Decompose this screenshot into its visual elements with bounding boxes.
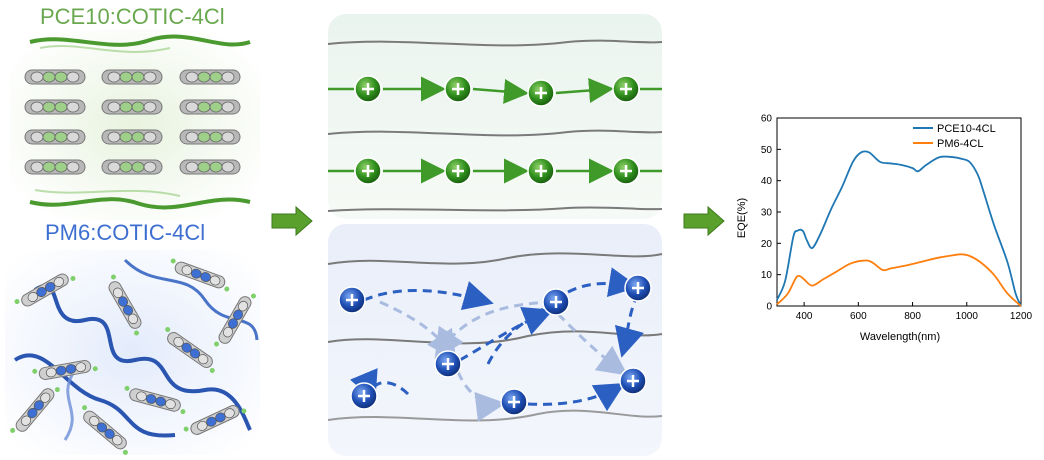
polymer-chain — [34, 189, 181, 197]
transport-arrow — [555, 78, 614, 103]
disordered-molecule — [32, 360, 98, 380]
legend: PCE10-4CL PM6-4CL — [913, 123, 996, 150]
x-tick-label: 1200 — [1010, 311, 1033, 322]
series-line-pce10 — [776, 150, 1022, 307]
disordered-molecules — [10, 258, 256, 455]
x-axis-label: Wavelength(nm) — [860, 331, 940, 343]
stacked-molecule — [24, 69, 86, 85]
hole-charge — [354, 157, 382, 185]
hole-charge — [338, 286, 366, 314]
hole-charge — [354, 75, 382, 103]
disordered-holes — [338, 274, 652, 416]
y-axis-label: EQE(%) — [736, 198, 748, 238]
hopping-path — [363, 281, 494, 310]
legend-entry-pce10: PCE10-4CL — [937, 123, 996, 135]
hole-charge — [434, 350, 462, 378]
stacked-molecule — [24, 129, 86, 145]
x-tick-label: 800 — [904, 311, 921, 322]
ordered-charge-transport-panel — [327, 14, 663, 219]
green-flow-arrow-2 — [683, 205, 725, 237]
hopping-path — [434, 300, 554, 359]
hole-charge — [500, 388, 528, 416]
hopping-path — [459, 306, 554, 362]
green-flow-arrow-1 — [271, 205, 313, 237]
stacked-molecule — [24, 99, 86, 115]
x-tick-label: 400 — [796, 311, 813, 322]
polymer-chain — [123, 258, 259, 341]
stacked-molecule — [24, 159, 86, 175]
hole-charge — [527, 79, 555, 107]
disordered-molecule — [165, 327, 215, 373]
hole-transport-row-1 — [328, 75, 662, 107]
legend-entry-pm6: PM6-4CL — [937, 138, 983, 150]
stacked-molecule — [101, 129, 163, 145]
hole-charge — [624, 274, 652, 302]
plot-area: 400 600 800 1000 1200 0 10 20 30 40 50 60 — [761, 114, 1033, 323]
x-tick-label: 600 — [850, 311, 867, 322]
y-tick-label: 10 — [761, 270, 773, 281]
y-tick-label: 60 — [761, 114, 773, 125]
hole-charge — [444, 75, 472, 103]
y-tick-label: 30 — [761, 208, 773, 219]
stacked-molecule — [101, 69, 163, 85]
hole-charge — [619, 367, 647, 395]
y-tick-label: 0 — [766, 302, 772, 313]
hole-transport-row-2 — [328, 157, 662, 185]
chain-line — [327, 252, 663, 265]
stacked-molecule — [179, 69, 241, 85]
stacked-molecule — [101, 159, 163, 175]
eqe-spectrum-chart: 400 600 800 1000 1200 0 10 20 30 40 50 60 Wavelengt… — [736, 114, 1033, 344]
hopping-path — [556, 312, 628, 376]
chain-line — [327, 206, 663, 212]
series-line-pm6 — [776, 253, 1022, 307]
hole-charge — [542, 288, 570, 316]
chain-line — [327, 39, 663, 47]
y-tick-label: 40 — [761, 176, 773, 187]
disordered-molecule — [183, 405, 247, 435]
molecule-stack-grid — [24, 69, 241, 175]
disordered-molecule — [124, 385, 186, 415]
pm6-disordered-packing-illustration — [5, 250, 260, 455]
disordered-molecule — [10, 387, 60, 433]
stacked-molecule — [179, 159, 241, 175]
hole-charge — [612, 157, 640, 185]
polymer-chain — [63, 369, 77, 441]
chain-line — [327, 409, 663, 422]
pce10-blend-label: PCE10:COTIC-4Cl — [40, 4, 225, 29]
polymer-chain — [33, 283, 252, 431]
hopping-path — [486, 307, 544, 365]
transport-arrow — [472, 78, 529, 104]
hopping-path — [379, 300, 457, 361]
polymer-chain — [13, 353, 176, 438]
hopping-path — [456, 371, 506, 422]
pce10-ordered-packing-illustration — [10, 30, 260, 220]
hopping-path — [567, 267, 639, 298]
hole-charge — [527, 157, 555, 185]
hole-charge — [350, 382, 378, 410]
y-tick-label: 20 — [761, 239, 773, 250]
disordered-molecule — [108, 274, 142, 336]
hopping-path — [527, 382, 626, 412]
polymer-chain — [29, 34, 251, 47]
y-tick-label: 50 — [761, 145, 773, 156]
pm6-blend-label: PM6:COTIC-4Cl — [45, 220, 206, 245]
disordered-molecule — [82, 405, 128, 455]
stacked-molecule — [179, 129, 241, 145]
disordered-molecule — [170, 258, 230, 292]
polymer-chain — [39, 45, 171, 53]
chain-line — [327, 129, 663, 137]
polymer-chain — [29, 197, 251, 210]
x-tick-label: 1000 — [956, 311, 979, 322]
hole-charge — [612, 75, 640, 103]
plot-frame — [776, 117, 1022, 307]
stacked-molecule — [101, 99, 163, 115]
stacked-molecule — [179, 99, 241, 115]
hopping-path — [349, 368, 410, 402]
disordered-molecule — [14, 273, 76, 307]
disordered-molecule — [214, 293, 256, 347]
hole-charge — [444, 157, 472, 185]
disordered-charge-transport-panel — [327, 224, 663, 456]
